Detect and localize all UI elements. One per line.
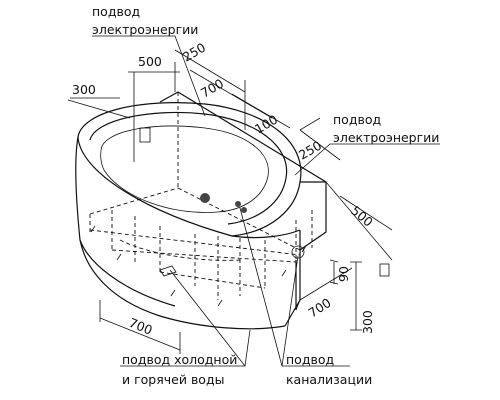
dimension-250-top: 250 <box>180 40 208 65</box>
leader-lines <box>92 35 440 367</box>
dimension-300-right: 300 <box>360 310 375 334</box>
dimension-lines <box>67 49 393 354</box>
drain-label-2: канализации <box>286 372 372 387</box>
drain-label-1: подвод <box>286 352 334 367</box>
power-supply-label-right-2: электроэнергии <box>333 130 439 145</box>
power-supply-label-top-2: электроэнергии <box>92 22 198 37</box>
dimension-250-right: 250 <box>296 138 324 163</box>
dimension-300-left: 300 <box>72 82 96 97</box>
dimension-100: 100 <box>252 112 280 137</box>
power-supply-label-top-1: подвод <box>92 4 140 19</box>
power-supply-label-right-1: подвод <box>333 112 381 127</box>
dimension-700-top: 700 <box>198 76 226 101</box>
fittings <box>139 127 390 277</box>
support-frame <box>89 92 313 307</box>
water-supply-label-1: подвод холодной <box>122 352 237 367</box>
dimension-700-right: 700 <box>305 295 333 321</box>
dimension-700-bottom: 700 <box>127 315 155 338</box>
dimension-90: 90 <box>336 266 351 282</box>
dimension-500-right: 500 <box>348 203 376 230</box>
water-supply-label-2: и горячей воды <box>122 372 224 387</box>
dimension-500-top: 500 <box>138 54 162 69</box>
